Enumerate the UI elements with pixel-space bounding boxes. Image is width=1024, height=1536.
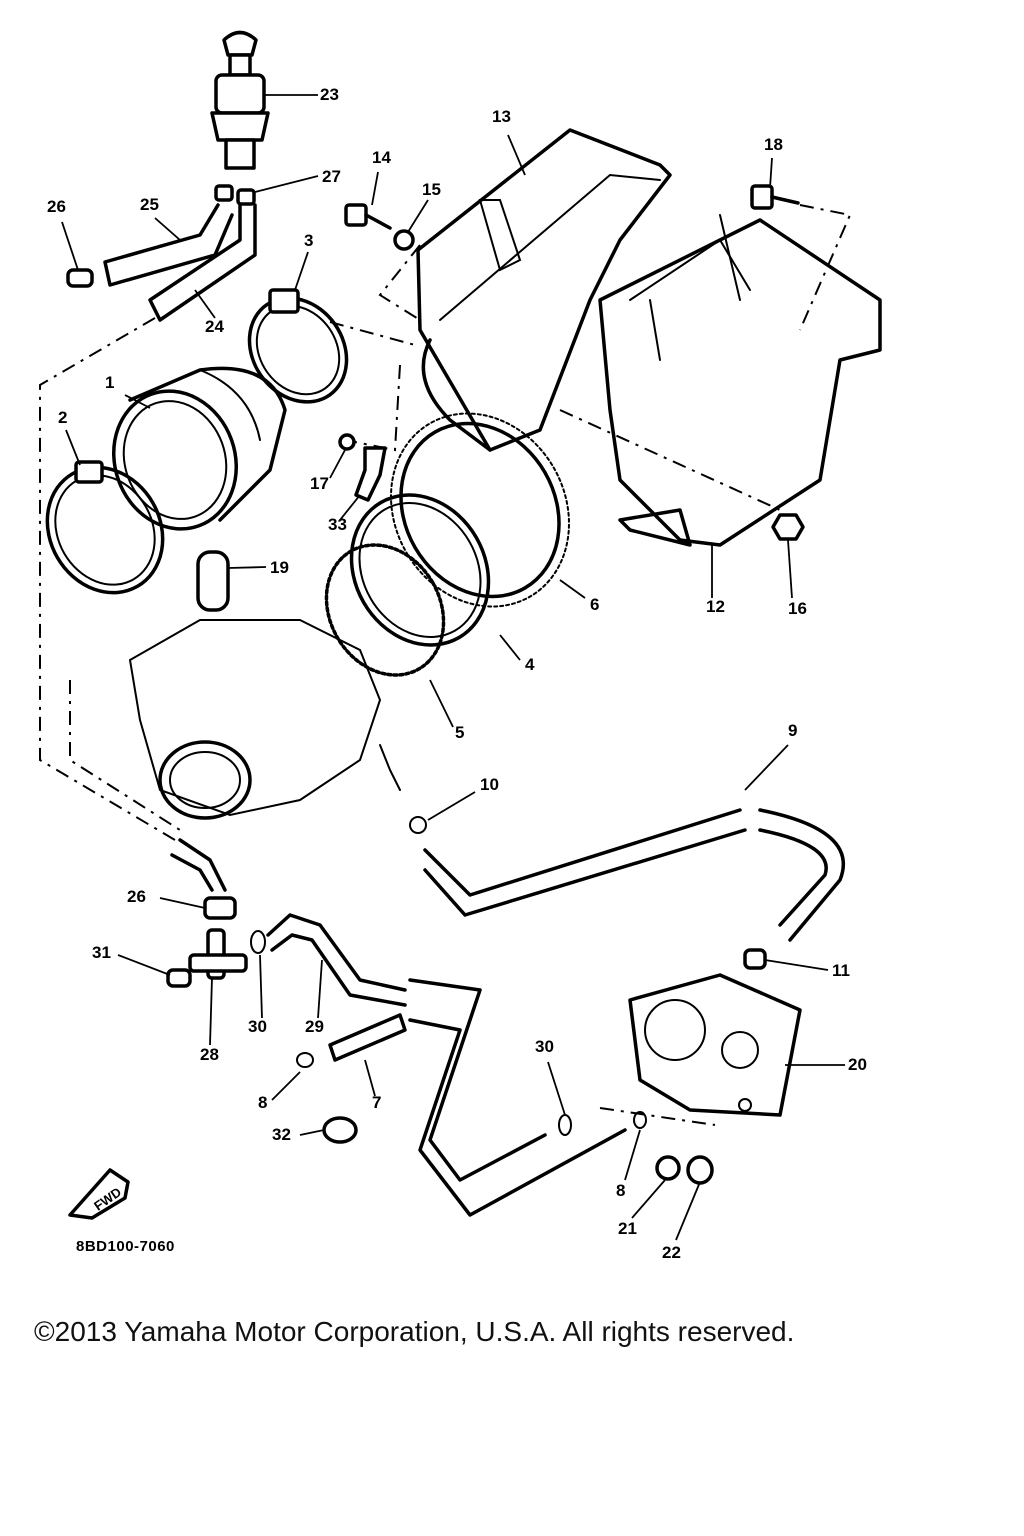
callout-leader-22 xyxy=(675,1181,701,1241)
fwd-arrow-icon: FWD xyxy=(68,1168,130,1220)
part-20-fuel-pump xyxy=(628,973,802,1117)
part-1-intake-joint xyxy=(111,366,287,531)
callout-11: 11 xyxy=(832,961,850,980)
part-3-clamp xyxy=(247,288,349,404)
callout-leader-10 xyxy=(427,791,476,821)
callout-labels: 1234567889101112131415161718192021222324… xyxy=(47,85,867,1262)
callout-26: 26 xyxy=(47,197,66,216)
callout-leader-30 xyxy=(259,954,263,1019)
part-26-clip-top xyxy=(66,268,94,288)
part-21-22-washer xyxy=(655,1155,714,1185)
callout-leader-31 xyxy=(117,954,171,976)
part-29-7-hoses xyxy=(250,913,647,1217)
callout-leader-24 xyxy=(194,289,216,319)
part-27-clamps xyxy=(214,184,256,206)
callout-26: 26 xyxy=(127,887,146,906)
callout-leader-1 xyxy=(124,394,151,409)
callout-leader-8 xyxy=(271,1071,301,1101)
callout-32: 32 xyxy=(272,1125,291,1144)
callout-leader-5 xyxy=(429,679,454,728)
callout-3: 3 xyxy=(304,231,313,250)
callout-leader-29 xyxy=(317,959,323,1019)
callout-leader-18 xyxy=(769,157,773,189)
callout-leader-21 xyxy=(631,1179,666,1219)
callout-leader-2 xyxy=(65,429,81,466)
drawing-code: 8BD100-7060 xyxy=(76,1238,175,1255)
callout-12: 12 xyxy=(706,597,725,616)
part-2-clamp xyxy=(45,460,165,595)
callout-4: 4 xyxy=(525,655,535,674)
part-28-31-fitting xyxy=(166,928,248,988)
callout-14: 14 xyxy=(372,148,391,167)
part-18-bolt xyxy=(750,184,800,210)
callout-leader-27 xyxy=(254,175,319,193)
callout-leader-11 xyxy=(764,959,829,971)
callout-leader-16 xyxy=(787,539,793,599)
callout-17: 17 xyxy=(310,474,329,493)
part-24-25-hoses xyxy=(103,203,257,322)
callout-29: 29 xyxy=(305,1017,324,1036)
callout-leader-33 xyxy=(339,494,361,521)
callout-leader-7 xyxy=(364,1059,376,1097)
engine-outline xyxy=(128,619,401,820)
callout-5: 5 xyxy=(455,723,464,742)
callout-leader-32 xyxy=(299,1129,325,1136)
callout-20: 20 xyxy=(848,1055,867,1074)
callout-leader-9 xyxy=(744,744,789,791)
callout-leader-30 xyxy=(547,1061,566,1116)
callout-leader-17 xyxy=(329,449,346,479)
part-23-valve xyxy=(210,30,270,170)
copyright-notice: ©2013 Yamaha Motor Corporation, U.S.A. A… xyxy=(34,1316,795,1347)
callout-27: 27 xyxy=(322,167,341,186)
callout-leader-13 xyxy=(507,134,526,176)
callout-33: 33 xyxy=(328,515,347,534)
part-17-33-bracket xyxy=(338,433,387,502)
assembly-guide-lines xyxy=(39,204,852,1126)
callout-leader-26 xyxy=(159,897,206,909)
part-19-cap xyxy=(196,550,230,612)
callout-leader-4 xyxy=(499,634,521,661)
callout-leader-14 xyxy=(371,171,379,206)
callout-leader-3 xyxy=(294,251,309,291)
callout-25: 25 xyxy=(140,195,159,214)
callout-19: 19 xyxy=(270,558,289,577)
callout-28: 28 xyxy=(200,1045,219,1064)
part-14-15-bolt-washer xyxy=(344,203,415,251)
part-26-clip-lower xyxy=(170,838,237,920)
callout-10: 10 xyxy=(480,775,499,794)
callout-13: 13 xyxy=(492,107,511,126)
callout-23: 23 xyxy=(320,85,339,104)
part-16-nut xyxy=(771,513,805,541)
callout-leader-28 xyxy=(209,977,213,1046)
callout-21: 21 xyxy=(618,1219,637,1238)
callout-leader-19 xyxy=(227,566,267,569)
part-11-clip xyxy=(743,948,767,970)
callout-9: 9 xyxy=(788,721,797,740)
callout-30: 30 xyxy=(535,1037,554,1056)
callout-leader-25 xyxy=(154,217,181,241)
callout-7: 7 xyxy=(372,1093,381,1112)
part-6-4-5-duct xyxy=(324,412,570,677)
callout-8: 8 xyxy=(258,1093,267,1112)
callout-leader-6 xyxy=(559,579,586,599)
callout-15: 15 xyxy=(422,180,441,199)
callout-leader-15 xyxy=(407,199,429,233)
callout-8: 8 xyxy=(616,1181,625,1200)
part-9-10-hose xyxy=(409,808,846,942)
callout-16: 16 xyxy=(788,599,807,618)
callout-leader-26 xyxy=(61,221,79,271)
callout-1: 1 xyxy=(105,373,114,392)
part-13-air-box-cover xyxy=(416,128,672,452)
exploded-parts-diagram: FWD 123456788910111213141516171819202122… xyxy=(39,30,882,1262)
callout-leader-8 xyxy=(624,1129,641,1181)
part-12-air-box xyxy=(598,214,882,547)
callout-30: 30 xyxy=(248,1017,267,1036)
callout-18: 18 xyxy=(764,135,783,154)
callout-31: 31 xyxy=(92,943,111,962)
callout-22: 22 xyxy=(662,1243,681,1262)
callout-6: 6 xyxy=(590,595,599,614)
callout-2: 2 xyxy=(58,408,67,427)
callout-24: 24 xyxy=(205,317,224,336)
